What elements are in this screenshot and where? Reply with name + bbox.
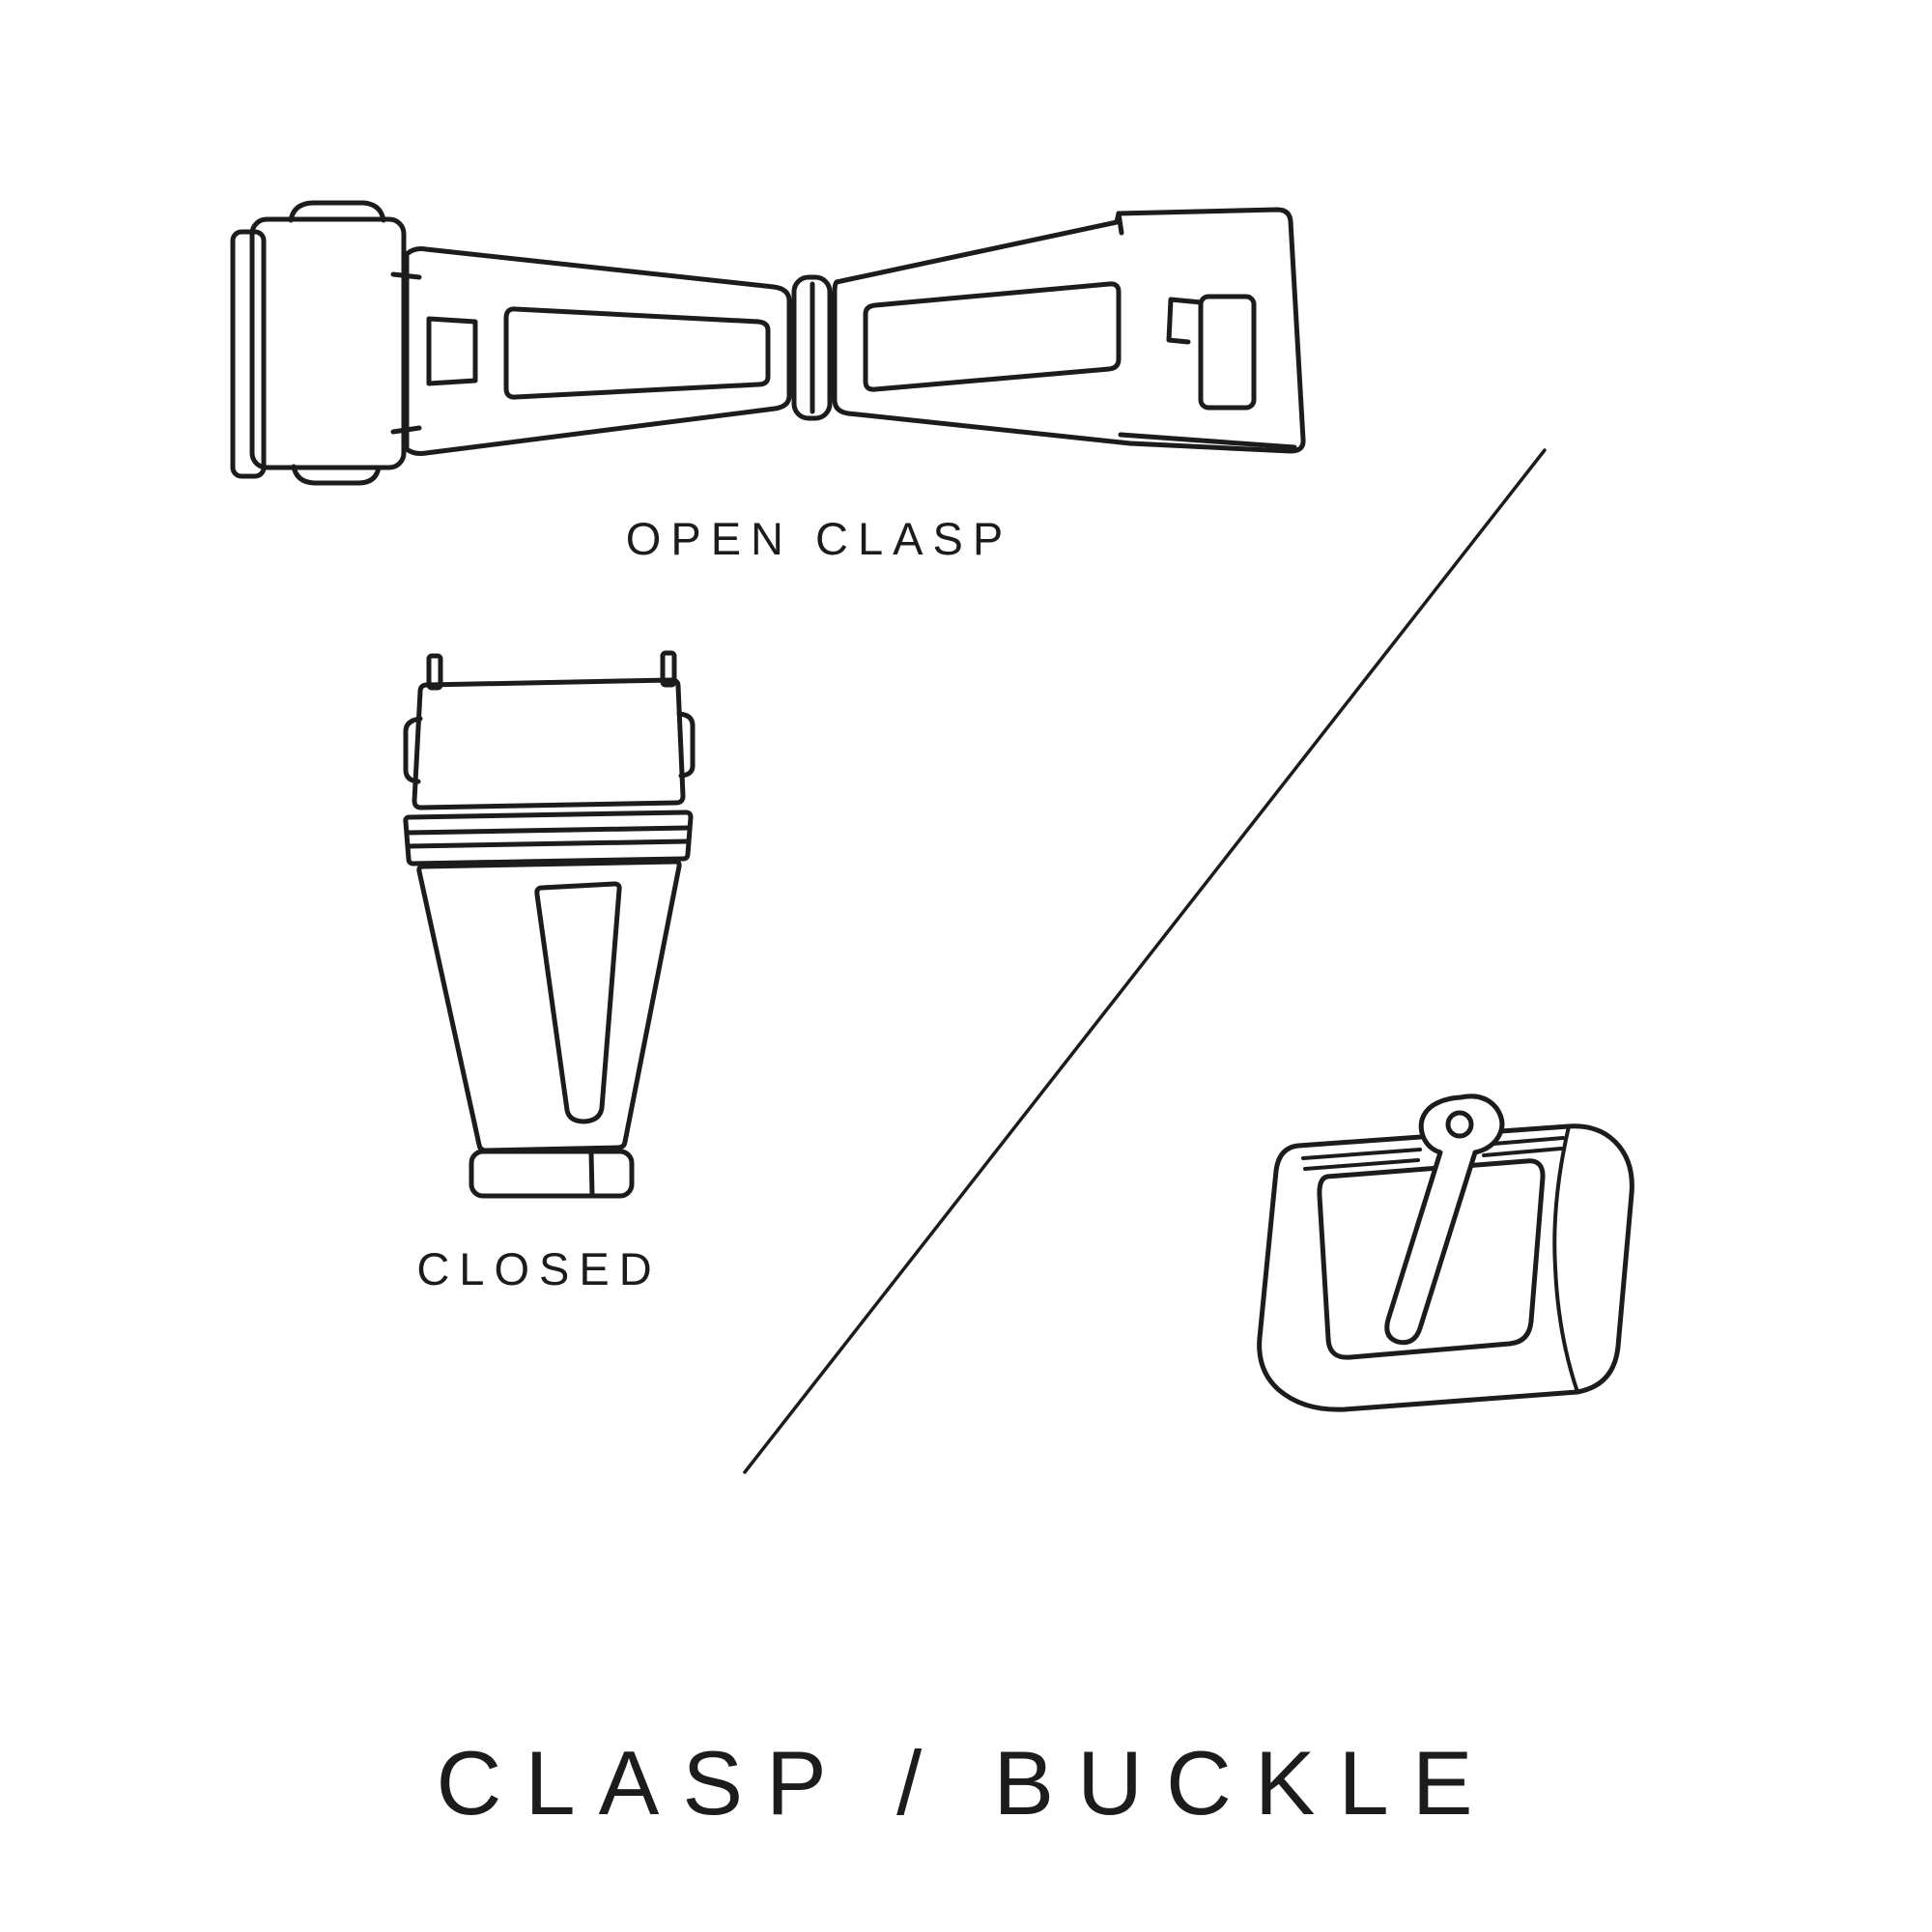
open-clasp-label: OPEN CLASP (625, 513, 1013, 564)
open-clasp-hinge-icon (791, 274, 833, 421)
open-clasp-illustration (230, 200, 1306, 486)
closed-clasp-label: CLOSED (416, 1243, 662, 1294)
page-title: CLASP / BUCKLE (436, 1732, 1496, 1833)
closed-clasp-illustration (403, 650, 696, 1199)
divider-line (743, 448, 1547, 1474)
open-clasp-cover-icon (249, 216, 407, 470)
open-clasp-end-roll-icon (230, 229, 267, 479)
buckle-pin-icon (1384, 1094, 1505, 1346)
buckle-illustration (1257, 1094, 1634, 1412)
